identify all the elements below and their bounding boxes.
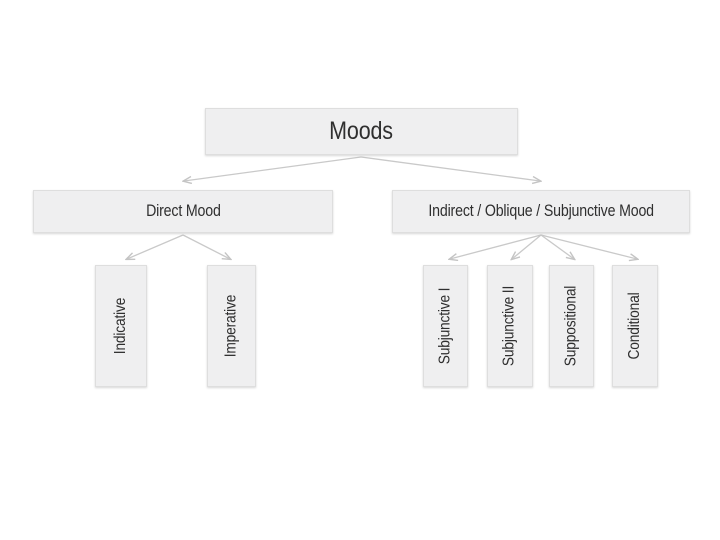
node-subjunctive-ii-label: Subjunctive II xyxy=(501,285,519,367)
node-subjunctive-i: Subjunctive I xyxy=(423,265,468,387)
connector-direct-to-imperative xyxy=(182,234,230,259)
node-subjunctive-i-label: Subjunctive I xyxy=(436,287,454,365)
connector-indirect-to-conditional xyxy=(540,234,637,259)
connector-root-to-indirect xyxy=(360,156,540,181)
node-direct-mood: Direct Mood xyxy=(33,190,333,233)
node-conditional-label: Conditional xyxy=(626,292,644,360)
connector-root-to-direct xyxy=(184,156,362,181)
connector-direct-to-indicative xyxy=(127,234,184,259)
node-indirect-mood: Indirect / Oblique / Subjunctive Mood xyxy=(392,190,690,233)
node-moods-label: Moods xyxy=(329,117,394,145)
node-suppositional-label: Suppositional xyxy=(562,285,580,367)
connector-indirect-to-subjunctive-1 xyxy=(450,234,542,259)
node-indirect-mood-label: Indirect / Oblique / Subjunctive Mood xyxy=(428,202,654,220)
node-suppositional: Suppositional xyxy=(549,265,594,387)
node-imperative: Imperative xyxy=(207,265,256,387)
node-subjunctive-ii: Subjunctive II xyxy=(487,265,533,387)
node-conditional: Conditional xyxy=(612,265,658,387)
node-direct-mood-label: Direct Mood xyxy=(145,202,221,220)
node-moods: Moods xyxy=(205,108,518,155)
node-indicative-label: Indicative xyxy=(112,297,130,355)
node-imperative-label: Imperative xyxy=(222,294,240,358)
connector-indirect-to-suppositional xyxy=(540,234,574,259)
node-indicative: Indicative xyxy=(95,265,147,387)
connector-indirect-to-subjunctive-2 xyxy=(512,234,542,259)
